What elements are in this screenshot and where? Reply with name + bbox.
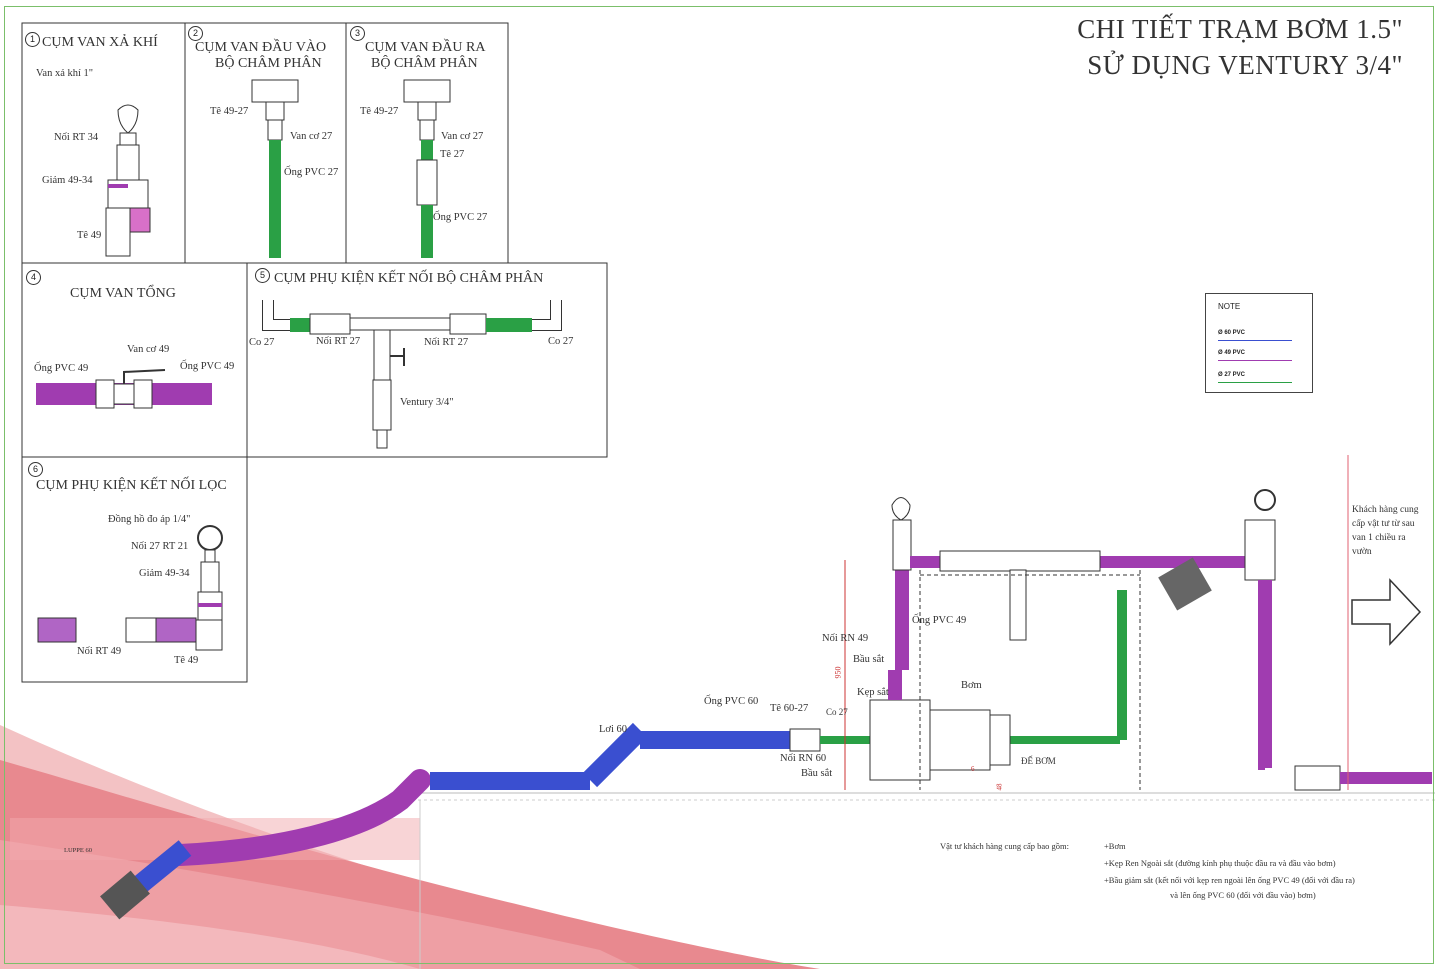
callout-label: Lơi 60 [599, 724, 628, 735]
panel3-title: BỘ CHÂM PHÂN [371, 56, 478, 71]
panel4-label: Ống PVC 49 [34, 363, 89, 374]
legend-swatch [1218, 340, 1292, 341]
panel4-label: Van cơ 49 [127, 344, 170, 355]
panel2-title: CỤM VAN ĐẦU VÀO [195, 40, 327, 55]
callout-label: Co 27 [826, 707, 848, 717]
callout-label: Kẹp sắt [857, 687, 889, 698]
panel6-label: Nối 27 RT 21 [131, 541, 189, 552]
legend-item-label: Ø 60 PVC [1218, 330, 1246, 336]
panel6-label: Tê 49 [174, 655, 199, 666]
panel5-title: CỤM PHỤ KIỆN KẾT NỐI BỘ CHÂM PHÂN [274, 271, 544, 286]
panel4-title: CỤM VAN TỔNG [70, 286, 176, 301]
panel2-inlet-valve-drawing [251, 79, 299, 258]
panel5-label: Nối RT 27 [316, 336, 361, 347]
supply-intro: Vật tư khách hàng cung cấp bao gồm: [940, 841, 1069, 851]
supply-item: +Bầu giảm sắt (kết nối với kẹp ren ngoài… [1104, 875, 1355, 885]
legend-item-label: Ø 49 PVC [1218, 350, 1246, 356]
panel1-label: Van xả khí 1" [36, 68, 94, 79]
page-frame [4, 6, 1434, 964]
panel4-label: Ống PVC 49 [180, 361, 235, 372]
panel4-main-valve-drawing [36, 369, 212, 409]
panel2-label: Ống PVC 27 [284, 167, 339, 178]
panel4-number: 4 [26, 270, 41, 285]
supply-item: +Bơm [1104, 841, 1126, 851]
panel3-label: Ống PVC 27 [433, 212, 488, 223]
callout-label: ĐẾ BƠM [1021, 756, 1056, 766]
callout-label: Ống PVC 49 [912, 615, 967, 626]
panel2-label: Tê 49-27 [210, 106, 249, 117]
panel2-label: Van cơ 27 [290, 131, 333, 142]
panel5-label: Co 27 [249, 337, 275, 348]
panel6-filter-connection-drawing [37, 525, 223, 651]
callout-label: Bầu sắt [853, 654, 885, 665]
page-subtitle: SỬ DỤNG VENTURY 3/4" [1087, 50, 1403, 80]
legend-item-label: Ø 27 PVC [1218, 372, 1246, 378]
panel3-outlet-valve-drawing [403, 79, 451, 258]
panel1-number: 1 [25, 32, 40, 47]
panel1-title: CỤM VAN XẢ KHÍ [42, 35, 158, 50]
callout-label: Bầu sắt [801, 768, 833, 779]
callout-label: Tê 60-27 [770, 703, 809, 714]
panel5-label: Co 27 [548, 336, 574, 347]
panel3-label: Tê 49-27 [360, 106, 399, 117]
panel6-label: Đồng hồ đo áp 1/4" [108, 514, 191, 525]
page-title: CHI TIẾT TRẠM BƠM 1.5" [1077, 14, 1403, 44]
legend-swatch [1218, 360, 1292, 361]
panel1-label: Giảm 49-34 [42, 175, 93, 186]
panel6-label: Nối RT 49 [77, 646, 122, 657]
panel1-label: Nối RT 34 [54, 132, 99, 143]
panel3-title: CỤM VAN ĐẦU RA [365, 40, 486, 55]
main-pipe-assembly [100, 455, 1432, 920]
callout-label: Nối RN 49 [822, 633, 869, 644]
pipe-legend: NOTE Ø 60 PVC Ø 49 PVC Ø 27 PVC [1205, 293, 1313, 393]
dimension-label: 48 [995, 783, 1004, 791]
callout-label: Nối RN 60 [780, 753, 827, 764]
customer-supply-note: Khách hàng cung cấp vật tư từ sau van 1 … [1352, 505, 1419, 557]
panel6-number: 6 [28, 462, 43, 477]
panel5-label: Nối RT 27 [424, 337, 469, 348]
ground [400, 792, 1435, 969]
supply-item: +Kẹp Ren Ngoài sắt (đường kính phụ thuộc… [1104, 858, 1336, 868]
panel2-title: BỘ CHÂM PHÂN [215, 56, 322, 71]
panel3-number: 3 [350, 26, 365, 41]
panel3-label: Van cơ 27 [441, 131, 484, 142]
panel1-label: Tê 49 [77, 230, 102, 241]
panel6-label: Giảm 49-34 [139, 568, 190, 579]
panel1-air-valve-drawing [105, 104, 151, 257]
callout-label: Ống PVC 60 [704, 696, 759, 707]
panel3-label: Tê 27 [440, 149, 465, 160]
panel5-number: 5 [255, 268, 270, 283]
supply-item: và lên ống PVC 60 (đối với đầu vào) bơm) [1170, 890, 1316, 900]
callout-label: LUPPE 60 [64, 847, 92, 854]
panel2-number: 2 [188, 26, 203, 41]
dimension-label: 950 [833, 666, 843, 679]
panel5-label: Ventury 3/4" [400, 397, 454, 408]
callout-label: Bơm [961, 680, 982, 691]
panel6-title: CỤM PHỤ KIỆN KẾT NỐI LỌC [36, 478, 227, 493]
panel-borders [21, 22, 608, 683]
legend-swatch [1218, 382, 1292, 383]
panel5-venturi-connection-drawing [262, 300, 562, 449]
legend-heading: NOTE [1218, 302, 1241, 311]
dimension-label: 6 [971, 765, 975, 773]
